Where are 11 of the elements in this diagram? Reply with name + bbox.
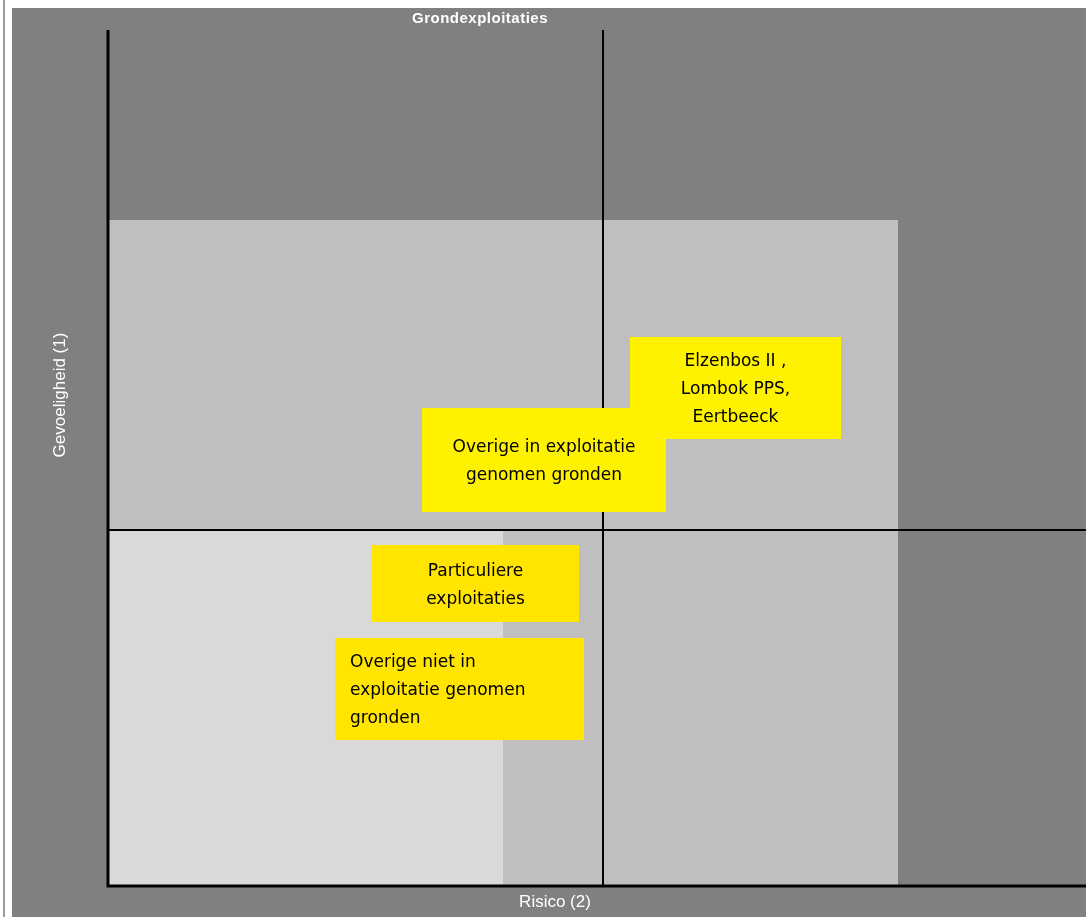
box-text: Overige niet in exploitatie genomen gronden — [350, 650, 527, 729]
y-axis-label: Gevoeligheid (1) — [50, 332, 70, 458]
box-text: Overige in exploitatie genomen gronden — [451, 435, 637, 486]
chart-title: Grondexploitaties — [412, 9, 549, 26]
x-axis-label: Risico (2) — [519, 892, 591, 912]
category-box — [422, 408, 666, 512]
category-box — [630, 337, 841, 439]
category-box — [372, 545, 579, 622]
category-box — [335, 638, 584, 740]
box-text: Elzenbos II , Lombok PPS, Eertbeeck — [679, 349, 792, 428]
box-text: Particuliere exploitaties — [425, 558, 526, 610]
